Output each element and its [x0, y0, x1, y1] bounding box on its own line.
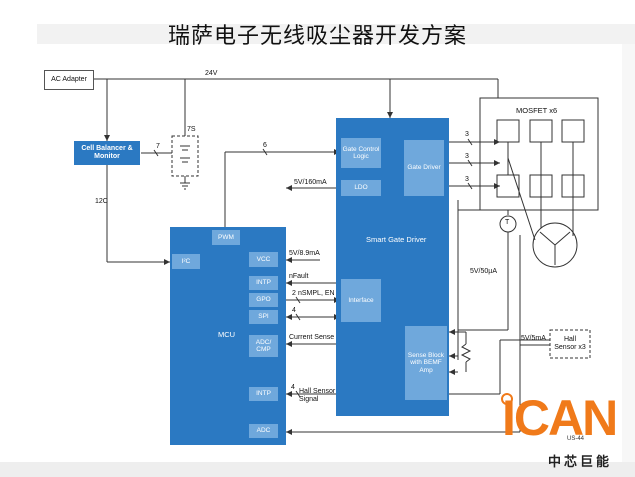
ldo-block: LDO: [341, 180, 381, 196]
interface-block: Interface: [341, 279, 381, 322]
phase-b-count-label: 3: [465, 153, 469, 160]
mosfet-label: MOSFET x6: [516, 106, 558, 115]
current-sense-label: Current Sense: [289, 334, 335, 341]
gate-driver-block: Gate Driver: [404, 140, 444, 196]
smart-gate-driver-label: Smart Gate Driver: [366, 235, 427, 244]
mcu-label: MCU: [218, 330, 236, 339]
sense-block: Sense Block with BEMF Amp: [405, 326, 447, 400]
mcu-adc-cmp-block: ADC/ CMP: [249, 335, 278, 357]
vcc-input-label: 5V/8.9mA: [289, 250, 320, 257]
page-title: 瑞萨电子无线吸尘器开发方案: [167, 24, 467, 49]
mcu-adc-block: ADC: [249, 424, 278, 438]
ac-adapter-box: AC Adapter: [44, 70, 94, 90]
mcu-vcc-block: VCC: [249, 252, 278, 267]
i2c-12c-label: 12C: [95, 198, 108, 205]
nsmpl-en-label: nSMPL, EN: [298, 290, 335, 297]
gpo-count-label: 2: [292, 290, 296, 297]
rail-24v-label: 24V: [205, 70, 218, 77]
ldo-output-label: 5V/160mA: [294, 179, 327, 186]
phase-c-count-label: 3: [465, 176, 469, 183]
battery-7s-label: 7S: [187, 126, 196, 133]
mcu-pwm-block: PWM: [212, 230, 240, 245]
bottom-band: [0, 462, 635, 477]
mcu-i2c-block: I²C: [172, 254, 200, 269]
logo-code: US-44: [567, 436, 585, 442]
spi-count-label: 4: [292, 307, 296, 314]
cell-count-label: 7: [156, 143, 160, 150]
logo-chinese: 中芯巨能: [548, 455, 613, 470]
nfault-label: nFault: [289, 273, 309, 280]
mcu-intp-block: INTP: [249, 276, 278, 290]
hall-sensor-box: Hall Sensor x3: [554, 335, 586, 351]
hall-supply-label: 5V/5mA: [521, 335, 546, 342]
thermistor-supply-label: 5V/50µA: [470, 268, 497, 275]
mcu-gpo-block: GPO: [249, 293, 278, 307]
mcu-spi-block: SPI: [249, 310, 278, 324]
pwm-count-label: 6: [263, 142, 267, 149]
phase-a-count-label: 3: [465, 131, 469, 138]
logo-brand: ICAN: [502, 390, 618, 446]
title-bar: [37, 24, 635, 44]
hall-signal-label: Hall Sensor Signal: [299, 388, 336, 404]
cell-balancer-block: Cell Balancer & Monitor: [74, 141, 140, 165]
hall-count-label: 4: [291, 384, 295, 391]
gate-control-logic-block: Gate Control Logic: [341, 138, 381, 168]
mcu-intp2-block: INTP: [249, 387, 278, 401]
thermistor-symbol: T: [505, 219, 510, 226]
logo-ring-icon: [501, 393, 513, 405]
right-band: [622, 44, 635, 462]
